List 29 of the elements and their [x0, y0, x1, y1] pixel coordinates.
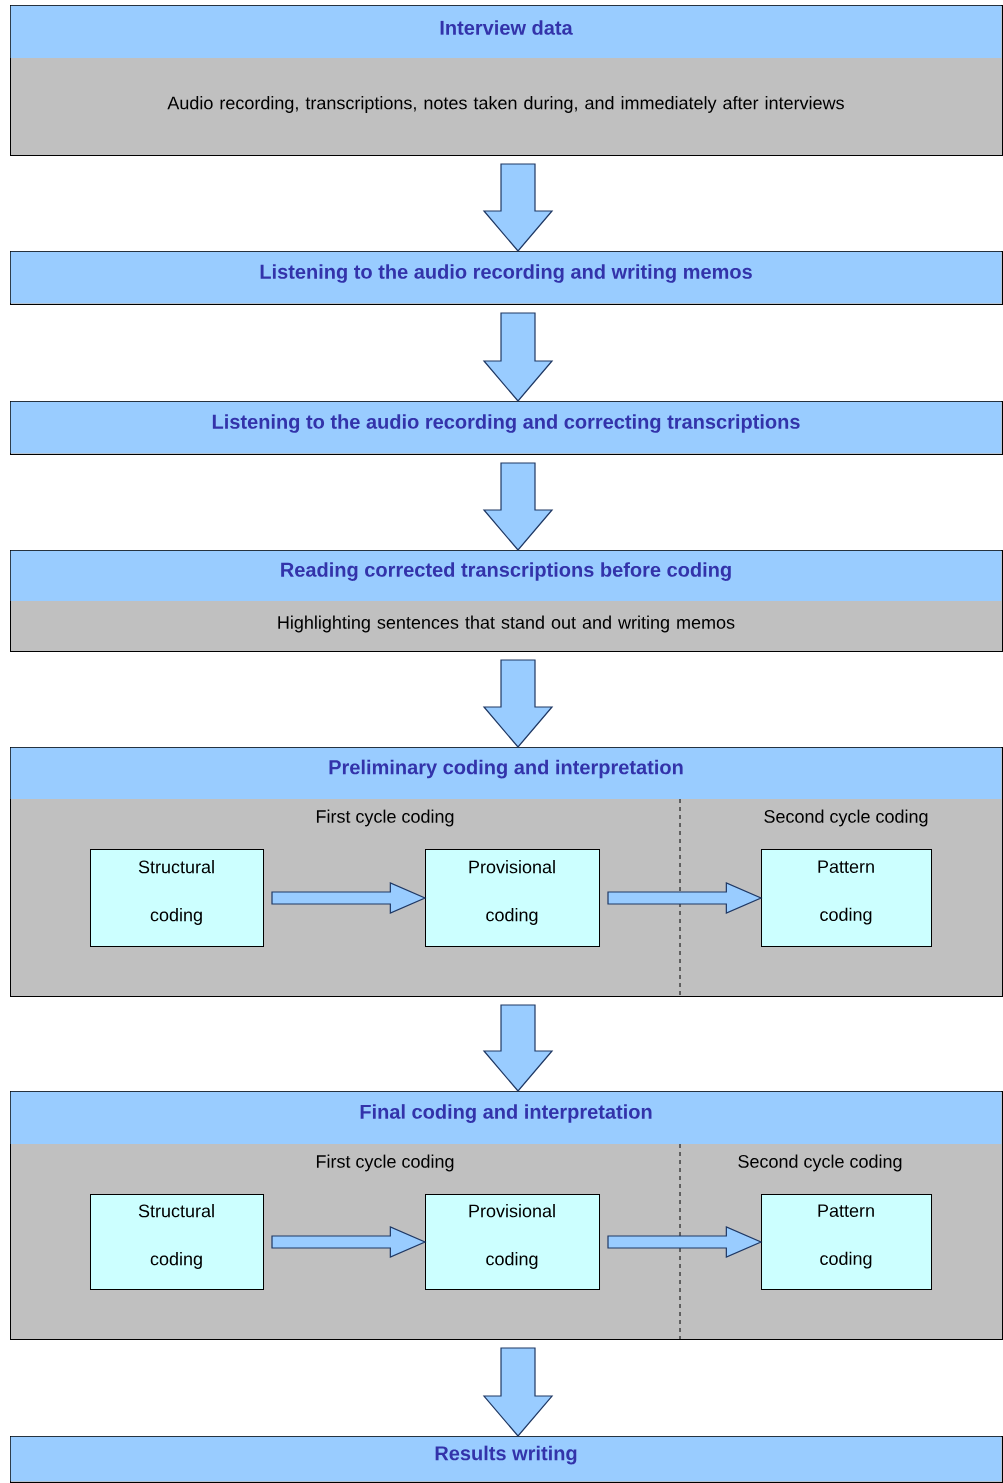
- block-arrow: [482, 1347, 554, 1437]
- coding-box: Pattern coding: [761, 1194, 932, 1290]
- block-arrow: [482, 659, 554, 748]
- block-arrow: [271, 882, 427, 914]
- block-arrow: [482, 1004, 554, 1092]
- block-arrow: [607, 882, 763, 914]
- heading: Listening to the audio recording and writing memos: [260, 264, 752, 283]
- coding-box: Structural coding: [90, 1194, 264, 1290]
- heading: Listening to the audio recording and correcting transcriptions: [212, 414, 800, 433]
- coding-box: Structural coding: [90, 849, 264, 947]
- block-arrow: [607, 1226, 763, 1258]
- heading: Final coding and interpretation: [360, 1104, 652, 1123]
- heading: Results writing: [435, 1445, 577, 1465]
- section-label: First cycle coding: [316, 1154, 454, 1172]
- block-arrow: [482, 462, 554, 551]
- body-text: Audio recording, transcriptions, notes taken during, and immediately after interviews: [167, 96, 844, 113]
- heading: Interview data: [440, 20, 573, 35]
- heading: Reading corrected transcriptions before coding: [281, 562, 731, 581]
- section-label: First cycle coding: [316, 809, 454, 827]
- body-text: Highlighting sentences that stand out and writing memos: [278, 615, 735, 633]
- heading: Preliminary coding and interpretation: [329, 759, 683, 779]
- coding-box: Pattern coding: [761, 849, 932, 947]
- coding-box: Provisional coding: [425, 1194, 600, 1290]
- coding-box: Provisional coding: [425, 849, 600, 947]
- block-arrow: [482, 312, 554, 402]
- section-label: Second cycle coding: [738, 1154, 902, 1172]
- block-arrow: [482, 163, 554, 252]
- section-label: Second cycle coding: [764, 809, 928, 827]
- block-arrow: [271, 1226, 427, 1258]
